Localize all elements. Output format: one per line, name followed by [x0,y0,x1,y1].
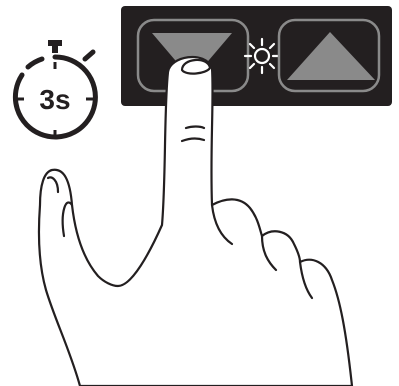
stopwatch-side-button [85,52,93,59]
stopwatch-dial-gap [28,59,42,67]
control-panel [121,6,392,106]
timer-label: 3s [39,84,70,115]
stopwatch-stem [52,45,58,53]
hand-outline [39,57,352,386]
pointing-hand [39,57,352,386]
stopwatch-icon: 3s [15,40,95,137]
increase-button[interactable] [279,20,379,91]
